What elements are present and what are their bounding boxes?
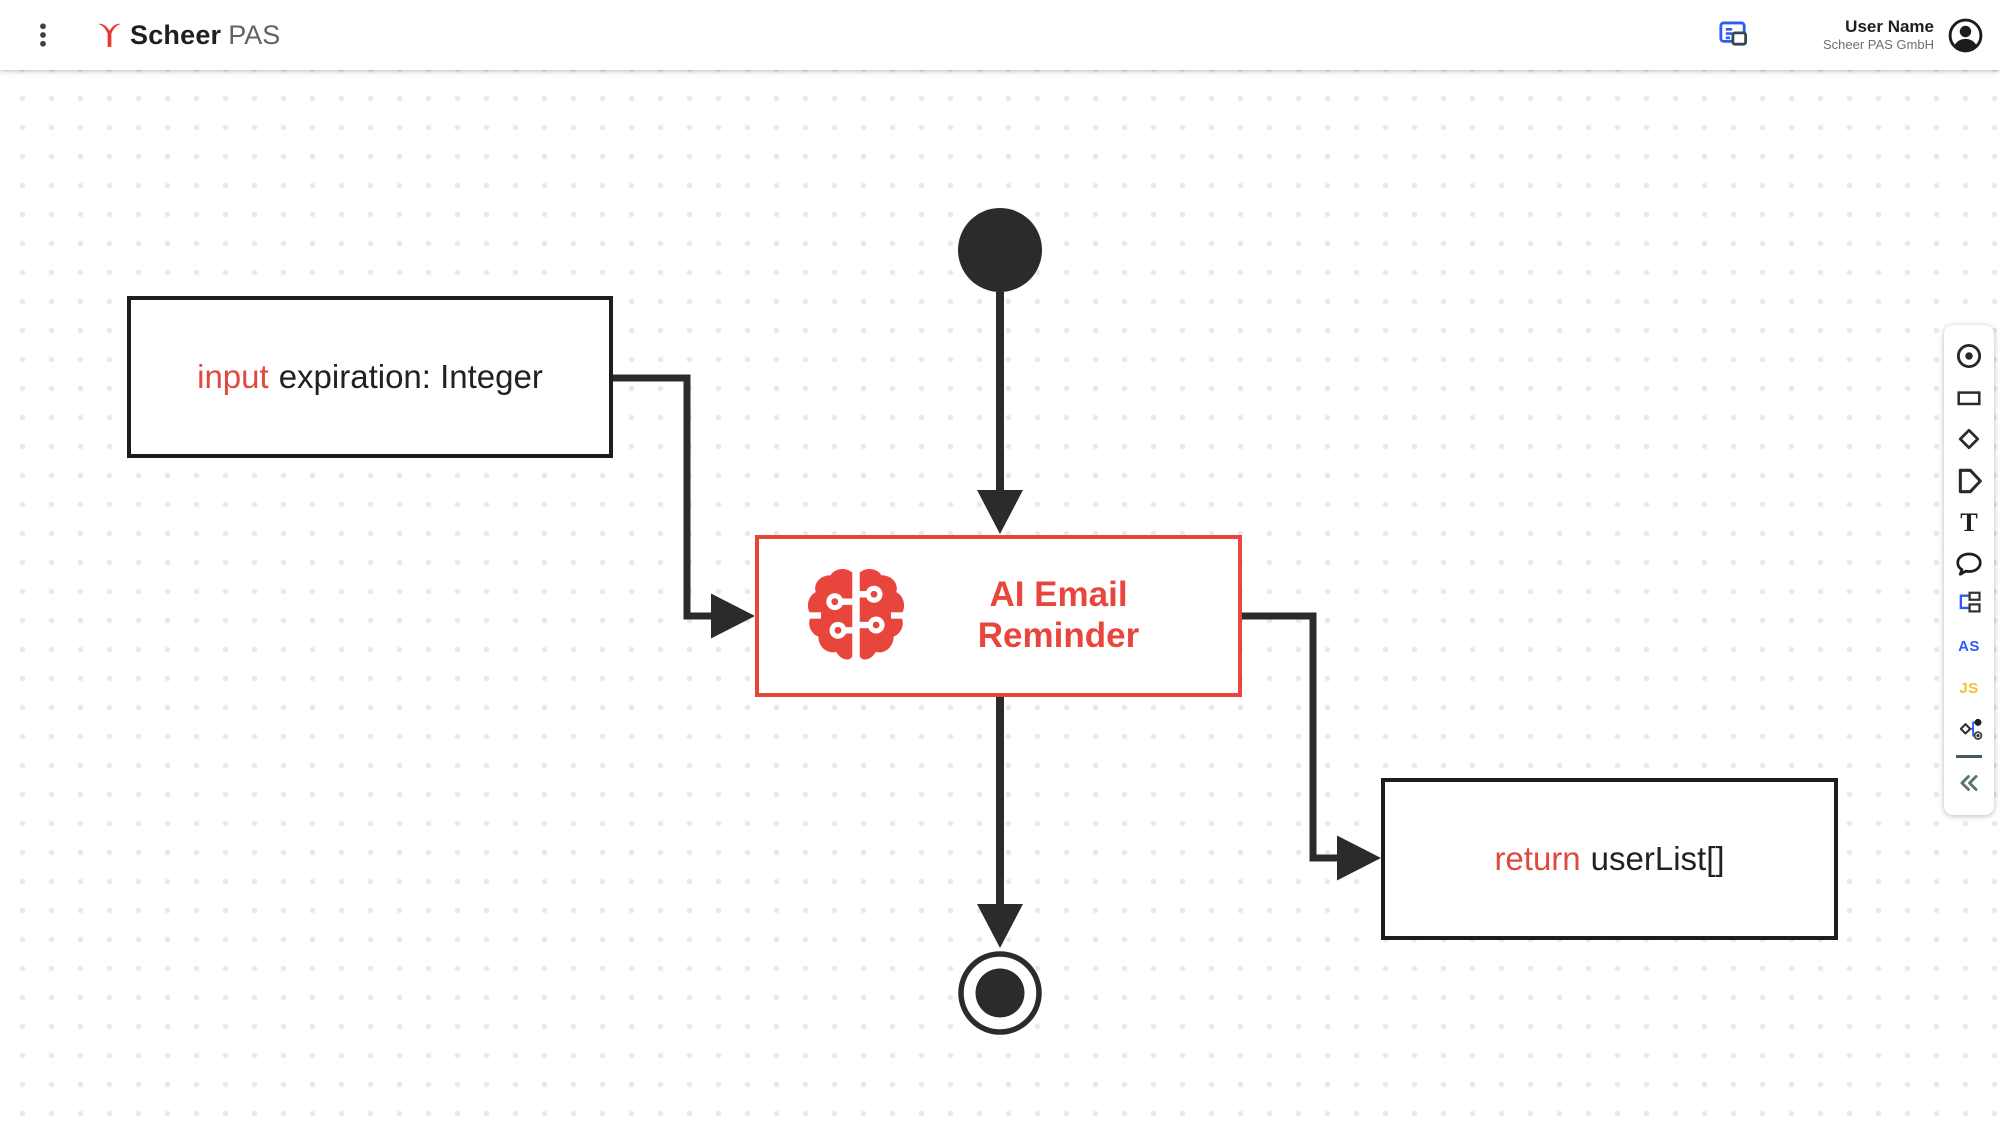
brand-name: Scheer xyxy=(130,19,222,50)
scheer-logo-icon xyxy=(98,23,121,47)
arrowhead-down-icon xyxy=(977,904,1023,948)
start-end-node-tool[interactable] xyxy=(1947,340,1991,372)
javascript-tool[interactable]: JS xyxy=(1947,672,1991,704)
double-chevron-left-icon xyxy=(1960,775,1978,792)
top-bar: Scheer PAS User Name Scheer PAS GmbH xyxy=(0,0,2000,70)
event-pentagon-tool[interactable] xyxy=(1947,465,1991,497)
text-tool[interactable]: T xyxy=(1947,506,1991,538)
annotation-bubble-tool[interactable] xyxy=(1947,548,1991,580)
as-label: AS xyxy=(1958,638,1980,656)
return-node[interactable]: return userList[] xyxy=(1381,778,1838,940)
return-text: userList[] xyxy=(1590,840,1725,877)
ai-email-reminder-node[interactable]: AI Email Reminder xyxy=(755,535,1242,697)
edge-ai-to-end[interactable] xyxy=(977,697,1023,948)
edge-start-to-ai[interactable] xyxy=(977,292,1023,534)
diamond-icon xyxy=(1958,429,1980,450)
shape-toolbar: T AS JS xyxy=(1944,325,1994,815)
subdiagram-icon xyxy=(1959,591,1981,613)
ai-node-label: AI Email Reminder xyxy=(909,575,1238,656)
user-company: Scheer PAS GmbH xyxy=(1822,37,1934,53)
collapse-toolbar-button[interactable] xyxy=(1947,767,1991,799)
text-t-icon: T xyxy=(1960,508,1978,537)
input-keyword: input xyxy=(197,358,269,395)
kebab-menu-icon[interactable] xyxy=(28,18,58,52)
action-script-tool[interactable]: AS xyxy=(1947,631,1991,663)
user-info[interactable]: User Name Scheer PAS GmbH xyxy=(1823,17,1934,53)
toolbar-divider xyxy=(1956,754,1982,758)
end-node[interactable] xyxy=(958,951,1042,1035)
start-node[interactable] xyxy=(958,208,1042,292)
header-right: User Name Scheer PAS GmbH xyxy=(1715,17,1984,54)
pentagon-icon xyxy=(1958,468,1982,494)
rectangle-icon xyxy=(1957,391,1981,406)
svg-text:T: T xyxy=(1960,508,1978,537)
input-text: expiration: Integer xyxy=(278,358,543,395)
arrowhead-right-icon xyxy=(1337,835,1381,881)
speech-bubble-icon xyxy=(1956,552,1982,576)
kebab-dots xyxy=(40,23,46,47)
circle-dot-icon xyxy=(1956,344,1982,369)
ai-label-line1: AI Email xyxy=(989,575,1128,615)
brand-logo: Scheer PAS xyxy=(96,20,280,51)
user-name: User Name xyxy=(1845,17,1934,36)
logs-panel-icon[interactable] xyxy=(1715,18,1755,52)
subdiagram-tool[interactable] xyxy=(1947,589,1991,621)
connectors-layer xyxy=(613,208,1381,1035)
action-rectangle-tool[interactable] xyxy=(1947,382,1991,414)
arrowhead-right-icon xyxy=(711,593,755,639)
edge-input-to-ai[interactable] xyxy=(613,374,755,639)
diagram-canvas[interactable]: input expiration: Integer xyxy=(0,70,2000,1131)
avatar-glyph xyxy=(1948,18,1983,52)
account-circle-icon[interactable] xyxy=(1947,17,1984,54)
edge-ai-to-return[interactable] xyxy=(1242,612,1381,881)
arrowhead-down-icon xyxy=(977,490,1023,534)
input-parameter-node[interactable]: input expiration: Integer xyxy=(127,296,613,458)
js-label: JS xyxy=(1959,679,1979,697)
mapping-tool[interactable] xyxy=(1947,714,1991,746)
mapping-icon xyxy=(1959,718,1983,740)
brand-suffix: PAS xyxy=(228,19,281,50)
brain-circuit-icon xyxy=(803,563,909,669)
decision-diamond-tool[interactable] xyxy=(1947,423,1991,455)
return-keyword: return xyxy=(1494,840,1581,877)
ai-label-line2: Reminder xyxy=(977,616,1140,655)
logs-glyph xyxy=(1719,21,1748,46)
